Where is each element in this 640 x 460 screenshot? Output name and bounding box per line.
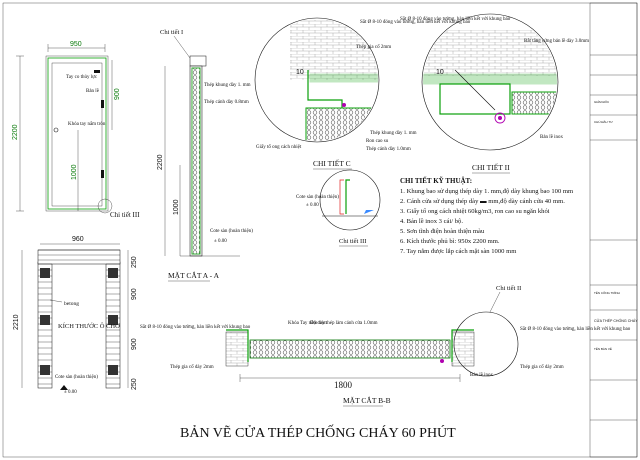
opening-caption: KÍCH THƯỚC Ô CHỜ	[58, 322, 120, 330]
detail-iii: ± 0.00 Cote sàn (hoàn thiện) Chi tiết II…	[296, 169, 381, 247]
svg-text:Thép khung dày 1. mm: Thép khung dày 1. mm	[370, 131, 417, 136]
svg-text:Cote sàn (hoàn thiện): Cote sàn (hoàn thiện)	[296, 195, 339, 200]
svg-text:± 0.00: ± 0.00	[306, 203, 319, 208]
opening-drawing: 960 betong KÍCH THƯỚC Ô CHỜ Cote sàn (ho…	[13, 236, 138, 395]
specs-heading: CHI TIẾT KỸ THUẬT:	[400, 177, 472, 185]
svg-text:Thép cánh dày 0.8mm: Thép cánh dày 0.8mm	[204, 100, 249, 105]
section-bb-caption: MẶT CẮT B-B	[343, 395, 391, 405]
label-lock: Khóa tay nắm tròn	[68, 121, 106, 127]
label-hinge: Bản lề	[86, 89, 100, 94]
svg-text:1000: 1000	[71, 164, 78, 180]
svg-text:Giấy tổ ong cách nhiệt: Giấy tổ ong cách nhiệt	[256, 144, 302, 150]
door-closer-icon	[94, 70, 100, 73]
spec-item: 3. Giấy tổ ong cách nhiệt 60kg/m3, ron c…	[400, 208, 550, 215]
svg-text:2200: 2200	[157, 154, 164, 170]
spec-item: 6. Kích thước phủ bì: 950x 2200 mm.	[400, 238, 500, 245]
svg-text:250: 250	[131, 378, 138, 390]
svg-text:Sắt Ø 8-10 đóng vào tường, hàn: Sắt Ø 8-10 đóng vào tường, hàn liền kết …	[520, 326, 631, 332]
svg-text:10: 10	[436, 69, 444, 76]
section-bb: 1800 Chi tiết II Khóa Tay nắm tròn Độ dà…	[140, 285, 631, 407]
svg-text:Cote sàn (hoàn thiện): Cote sàn (hoàn thiện)	[210, 229, 253, 234]
spec-item: 7. Tay nắm được lắp cách mặt sàn 1000 mm	[400, 248, 517, 255]
svg-text:Thép gia cố dày 2mm: Thép gia cố dày 2mm	[520, 365, 564, 370]
section-aa-caption: MẶT CẮT A - A	[168, 270, 220, 280]
svg-text:Độ dày thép làm cánh cửa 1.0mm: Độ dày thép làm cánh cửa 1.0mm	[310, 321, 378, 326]
tb-row: CỬA THÉP CHỐNG CHÁY	[594, 318, 638, 323]
detail-ii: Sắt Ø 8-10 đóng vào tường, hàn liền kết …	[400, 13, 589, 174]
svg-text:Thép gia cố dày 2mm: Thép gia cố dày 2mm	[170, 365, 214, 370]
svg-text:Khóa Tay nắm tròn: Khóa Tay nắm tròn	[288, 320, 327, 326]
svg-text:2210: 2210	[13, 314, 20, 330]
svg-text:± 0.00: ± 0.00	[214, 239, 227, 244]
svg-text:± 0.00: ± 0.00	[64, 390, 77, 395]
svg-text:betong: betong	[64, 301, 79, 307]
svg-text:900: 900	[131, 338, 138, 350]
label-closer: Tay co thủy lực	[66, 75, 98, 80]
tb-row: TÊN BẢN VẼ	[594, 346, 612, 351]
svg-text:250: 250	[131, 256, 138, 268]
svg-text:Sắt Ø 8-10 đóng vào tường, hàn: Sắt Ø 8-10 đóng vào tường, hàn liền kết …	[400, 16, 511, 22]
drawing-title: BẢN VẼ CỬA THÉP CHỐNG CHÁY 60 PHÚT	[180, 423, 456, 441]
svg-text:Bản lề inox: Bản lề inox	[470, 373, 494, 378]
tech-specs: CHI TIẾT KỸ THUẬT: 1. Khung bao sử dụng …	[400, 177, 574, 255]
svg-text:900: 900	[131, 288, 138, 300]
svg-text:Thép cánh dày 1.0mm: Thép cánh dày 1.0mm	[366, 147, 411, 152]
detail-c-caption: CHI TIẾT C	[313, 158, 351, 168]
ref-detail-i: Chi tiết I	[160, 29, 183, 36]
door-knob-icon	[53, 127, 59, 133]
spec-item: 1. Khung bao sử dụng thép dày 1. mm,độ d…	[400, 188, 574, 195]
detail-iii-caption: Chi tiết III	[339, 238, 366, 245]
elevation-height-dim: 2200	[12, 124, 19, 140]
tb-row: TÊN CÔNG TRÌNH	[594, 290, 620, 295]
svg-text:Chi tiết II: Chi tiết II	[496, 285, 521, 292]
section-aa: Chi tiết I 2200 1000 Thép khung dày 1. m…	[157, 29, 253, 282]
svg-text:Thép khung dày 1. mm: Thép khung dày 1. mm	[204, 83, 251, 88]
title-block: GIÁM ĐỐC CHỦ ĐẦU TƯ TÊN CÔNG TRÌNH CỬA T…	[589, 2, 638, 458]
svg-text:Sắt Ø 8-10 đóng vào tường, hàn: Sắt Ø 8-10 đóng vào tường, hàn liền kết …	[360, 19, 471, 25]
svg-text:Cote sàn (hoàn thiện): Cote sàn (hoàn thiện)	[55, 375, 98, 380]
tb-row: GIÁM ĐỐC	[594, 99, 610, 104]
spec-item: 5. Sơn tĩnh điện hoàn thiện màu	[400, 228, 485, 235]
opening-width-dim: 960	[72, 236, 84, 243]
svg-text:Bản lề inox: Bản lề inox	[540, 135, 564, 140]
spec-item: 2. Cánh cửa sử dụng thép dày ▬ mm,độ dày…	[400, 198, 565, 205]
elevation-width-dim: 950	[70, 41, 82, 48]
ref-detail-iii: Chi tiết III	[110, 211, 140, 219]
svg-text:Sắt Ø 8-10 đóng vào tường, hàn: Sắt Ø 8-10 đóng vào tường, hàn liền kết …	[140, 324, 251, 330]
svg-text:Thép gia cố 2mm: Thép gia cố 2mm	[356, 45, 391, 50]
svg-text:1000: 1000	[173, 199, 180, 215]
svg-text:Bắt tăng cứng bản lề dày 3.0mm: Bắt tăng cứng bản lề dày 3.0mm	[524, 38, 589, 44]
detail-ii-caption: CHI TIẾT II	[472, 162, 510, 172]
section-bb-width-dim: 1800	[334, 380, 353, 390]
spec-item: 4. Bản lề inox 3 cái/ bộ.	[400, 218, 463, 225]
svg-text:10: 10	[296, 69, 304, 76]
tb-row: CHỦ ĐẦU TƯ	[594, 119, 613, 124]
svg-text:900: 900	[114, 88, 121, 100]
svg-text:Ron cao su: Ron cao su	[366, 139, 389, 144]
door-elevation: 950 2200 900 1000 Tay co thủy lực Bản lề…	[12, 41, 140, 219]
